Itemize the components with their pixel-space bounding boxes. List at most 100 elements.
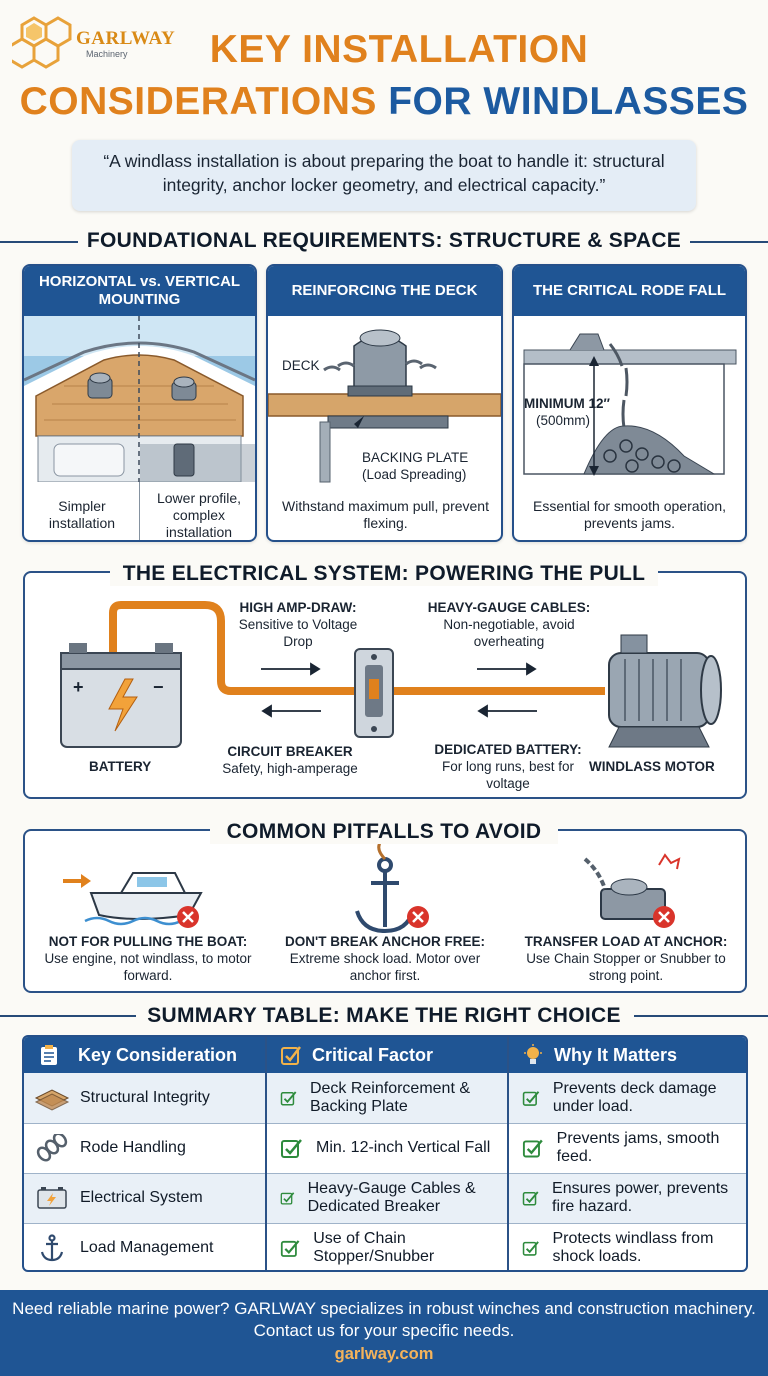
- page-title-line-2: CONSIDERATIONS FOR WINDLASSES: [0, 82, 768, 121]
- amp-draw-note: HIGH AMP-DRAW: Sensitive to Voltage Drop: [223, 599, 373, 650]
- pitfalls-panel: NOT FOR PULLING THE BOAT: Use engine, no…: [23, 829, 747, 993]
- backing-plate-sublabel: (Load Spreading): [362, 467, 467, 482]
- pitfalls-title-bg: [210, 818, 558, 844]
- check-icon: [522, 1241, 539, 1256]
- boat-icon: [63, 872, 203, 926]
- breaker-text: Safety, high-amperage: [222, 761, 358, 776]
- factor-text: Use of Chain Stopper/Snubber: [313, 1230, 435, 1265]
- svg-text:+: +: [73, 677, 84, 697]
- table-header-why: Why It Matters: [508, 1037, 746, 1073]
- brand-name: GARLWAY: [76, 28, 176, 49]
- row-divider: [24, 1173, 746, 1174]
- chain-icon: [36, 1134, 68, 1162]
- check-icon: [280, 1240, 300, 1257]
- electrical-section-title: THE ELECTRICAL SYSTEM: POWERING THE PULL: [122, 562, 646, 585]
- pitfall-text: Extreme shock load. Motor over anchor fi…: [289, 951, 481, 983]
- amp-draw-text: Sensitive to Voltage Drop: [238, 617, 358, 649]
- consideration-cell: Rode Handling: [34, 1123, 264, 1173]
- deck-windlass-illustration: [268, 329, 501, 483]
- deck-reinforcement-card: REINFORCING THE DECK DECK BACKING PLATE …: [266, 264, 503, 542]
- column-divider: [265, 1037, 267, 1270]
- vertical-caption: Lower profile, complex installation: [156, 490, 242, 540]
- why-text: Prevents deck damage under load.: [552, 1080, 717, 1115]
- consideration-cell: Load Management: [34, 1223, 264, 1270]
- pitfall-text: Use Chain Stopper or Snubber to strong p…: [526, 951, 726, 983]
- consideration-text: Rode Handling: [80, 1139, 186, 1156]
- dedicated-title: DEDICATED BATTERY:: [434, 742, 582, 757]
- chain-locker-illustration: [523, 333, 737, 476]
- consideration-cell: Structural Integrity: [34, 1073, 264, 1123]
- horizontal-caption: Simpler installation: [48, 498, 116, 531]
- cable-title: HEAVY-GAUGE CABLES:: [427, 600, 591, 615]
- minimum-fall-metric: (500mm): [536, 413, 591, 428]
- footer-text: Need reliable marine power? GARLWAY spec…: [12, 1299, 756, 1340]
- check-icon: [522, 1091, 540, 1106]
- factor-cell: Min. 12-inch Vertical Fall: [280, 1123, 506, 1173]
- pitfall-item: DON'T BREAK ANCHOR FREE: Extreme shock l…: [275, 933, 495, 984]
- factor-cell: Use of Chain Stopper/Snubber: [280, 1223, 506, 1270]
- factor-text: Deck Reinforcement & Backing Plate: [309, 1080, 470, 1115]
- summary-section-title: SUMMARY TABLE: MAKE THE RIGHT CHOICE: [147, 1004, 621, 1027]
- caption-divider: [139, 482, 140, 540]
- lightbulb-icon: [524, 1044, 542, 1064]
- table-header-factor: Critical Factor: [266, 1037, 508, 1073]
- section-divider: [0, 1015, 136, 1017]
- pitfall-text: Use engine, not windlass, to motor forwa…: [44, 951, 252, 983]
- factor-cell: Heavy-Gauge Cables & Dedicated Breaker: [280, 1173, 506, 1223]
- cable-note: HEAVY-GAUGE CABLES: Non-negotiable, avoi…: [419, 599, 599, 650]
- section-divider: [634, 1015, 768, 1017]
- footer-link[interactable]: garlway.com: [334, 1345, 434, 1363]
- section-divider: [690, 241, 768, 243]
- why-text: Prevents jams, smooth feed.: [556, 1130, 720, 1165]
- rode-caption: Essential for smooth operation, prevents…: [533, 498, 726, 531]
- page-title-line-1: KEY INSTALLATION: [209, 28, 589, 71]
- battery-label: BATTERY: [89, 759, 152, 774]
- why-cell: Prevents deck damage under load.: [522, 1073, 746, 1123]
- deck-caption: Withstand maximum pull, prevent flexing.: [282, 498, 489, 531]
- boat-deck-illustration: [24, 316, 255, 482]
- table-header-consideration: Key Consideration: [24, 1037, 266, 1073]
- electrical-diagram: + −: [60, 601, 722, 748]
- pitfall-icons: [63, 835, 681, 934]
- why-cell: Protects windlass from shock loads.: [522, 1223, 746, 1270]
- pitfalls-section-title: COMMON PITFALLS TO AVOID: [226, 820, 542, 843]
- table-row: Structural Integrity Deck Reinforcement …: [24, 1073, 746, 1123]
- deck-card-title: REINFORCING THE DECK: [268, 266, 501, 316]
- pitfall-title: DON'T BREAK ANCHOR FREE:: [285, 934, 485, 949]
- check-box-icon: [281, 1046, 301, 1065]
- title-for-windlasses: FOR WINDLASSES: [388, 80, 749, 123]
- breaker-title: CIRCUIT BREAKER: [227, 744, 353, 759]
- footer-banner: Need reliable marine power? GARLWAY spec…: [0, 1290, 768, 1376]
- why-cell: Ensures power, prevents fire hazard.: [522, 1173, 746, 1223]
- header-label: Why It Matters: [554, 1044, 678, 1065]
- factor-cell: Deck Reinforcement & Backing Plate: [280, 1073, 506, 1123]
- header-label: Critical Factor: [312, 1044, 434, 1065]
- mounting-card: HORIZONTAL vs. VERTICAL MOUNTING Simpler…: [22, 264, 257, 542]
- title-considerations: CONSIDERATIONS: [19, 80, 377, 123]
- consideration-text: Structural Integrity: [80, 1089, 210, 1106]
- anchor-icon: [355, 857, 415, 934]
- row-divider: [24, 1223, 746, 1224]
- pitfall-title: TRANSFER LOAD AT ANCHOR:: [524, 934, 728, 949]
- factor-text: Heavy-Gauge Cables & Dedicated Breaker: [307, 1180, 476, 1215]
- table-row: Electrical System Heavy-Gauge Cables & D…: [24, 1173, 746, 1223]
- amp-draw-title: HIGH AMP-DRAW:: [239, 600, 357, 615]
- pitfall-item: NOT FOR PULLING THE BOAT: Use engine, no…: [33, 933, 263, 984]
- row-divider: [24, 1123, 746, 1124]
- factor-text: Min. 12-inch Vertical Fall: [316, 1139, 491, 1156]
- motor-label: WINDLASS MOTOR: [589, 759, 715, 774]
- backing-plate-label: BACKING PLATE: [362, 450, 469, 465]
- check-icon: [280, 1192, 295, 1205]
- table-row: Load Management Use of Chain Stopper/Snu…: [24, 1223, 746, 1270]
- summary-table: Key Consideration Critical Factor Why It…: [22, 1035, 748, 1272]
- chain-stopper-icon: [583, 853, 681, 920]
- garlway-logo: [12, 16, 72, 69]
- deck-label: DECK: [282, 358, 320, 373]
- electrical-title-bg: [110, 560, 658, 586]
- layers-icon: [34, 1089, 70, 1111]
- check-icon: [522, 1139, 543, 1158]
- why-cell: Prevents jams, smooth feed.: [522, 1123, 746, 1173]
- check-icon: [522, 1191, 539, 1206]
- check-icon: [280, 1091, 297, 1106]
- pitfall-item: TRANSFER LOAD AT ANCHOR: Use Chain Stopp…: [511, 933, 741, 984]
